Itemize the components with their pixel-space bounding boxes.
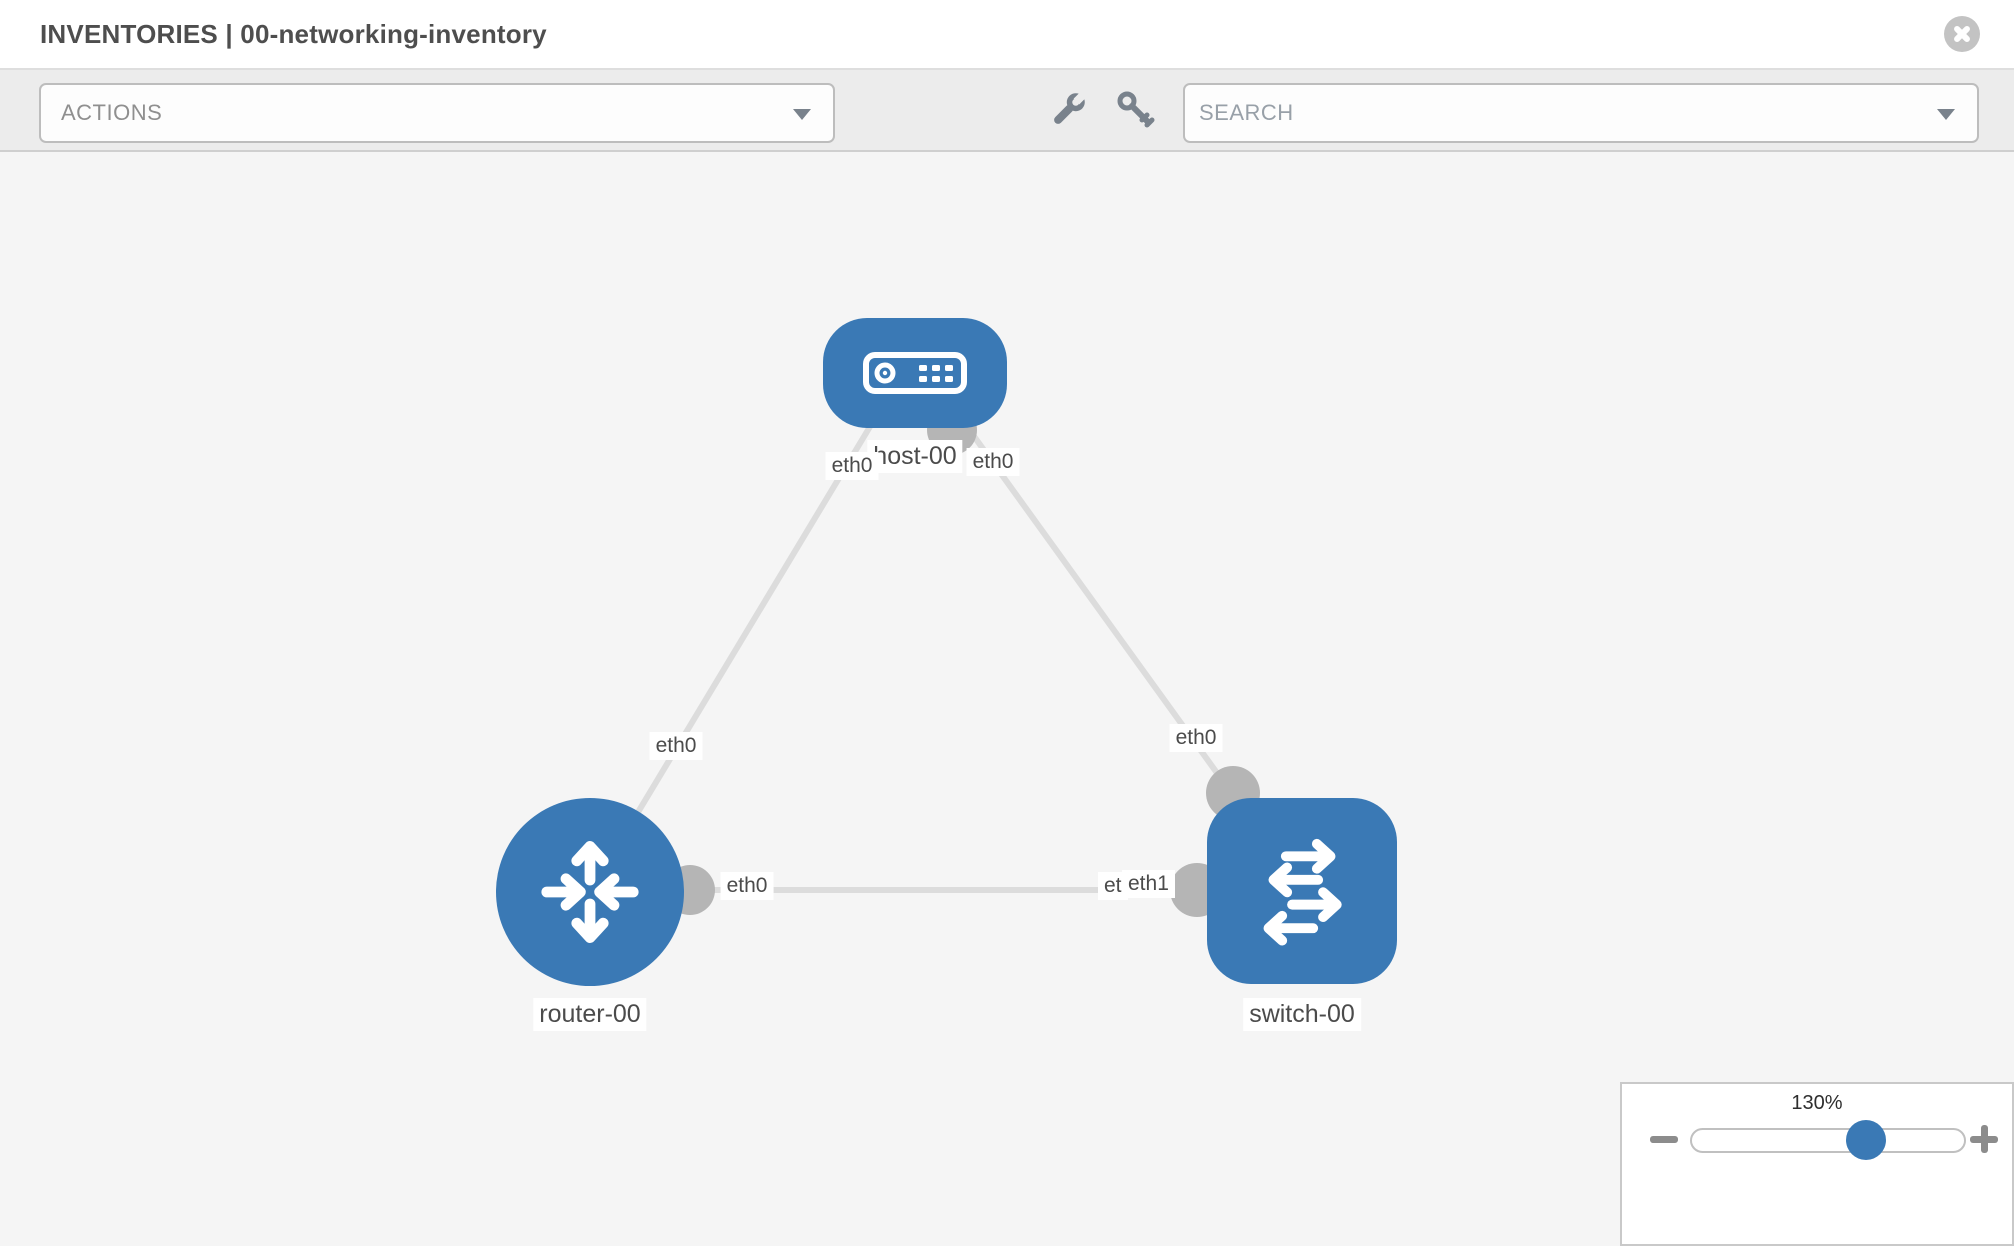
iface-label-host-to-switch: eth0: [966, 448, 1020, 476]
iface-label-switch-to-router: eth1: [1122, 870, 1175, 898]
iface-label-router-to-host: eth0: [649, 732, 703, 760]
chevron-down-icon: [1937, 109, 1955, 120]
topology-canvas[interactable]: host-00 router-00 switch-00 eth0 eth0 et…: [0, 152, 2014, 1200]
iface-label-switch-to-host: eth0: [1169, 724, 1223, 752]
search-input[interactable]: [1197, 99, 1881, 127]
panel-header: INVENTORIES | 00-networking-inventory: [0, 0, 2014, 70]
node-router-00[interactable]: [496, 798, 684, 986]
iface-label-router-to-switch: eth0: [720, 872, 774, 900]
node-label-router: router-00: [533, 998, 647, 1031]
zoom-slider-track[interactable]: [1690, 1128, 1966, 1153]
zoom-level-value: 130%: [1791, 1092, 1843, 1114]
topology-edges: [587, 405, 1303, 917]
page-title: INVENTORIES | 00-networking-inventory: [40, 18, 547, 49]
zoom-in-icon[interactable]: [1970, 1125, 1998, 1153]
zoom-slider-thumb[interactable]: [1846, 1120, 1886, 1160]
zoom-out-icon[interactable]: [1650, 1136, 1678, 1143]
wrench-icon[interactable]: [1046, 88, 1090, 132]
node-switch-00[interactable]: [1207, 798, 1397, 984]
route-arrows-icon: [541, 841, 639, 943]
actions-dropdown-label: ACTIONS: [61, 100, 163, 125]
node-label-switch: switch-00: [1243, 998, 1361, 1031]
exchange-arrows-icon: [1263, 838, 1342, 946]
key-icon[interactable]: [1114, 88, 1158, 132]
search-box[interactable]: [1183, 83, 1979, 143]
toolbar: ACTIONS: [0, 70, 2014, 152]
node-host-00[interactable]: [823, 318, 1007, 428]
zoom-panel: 130%: [1620, 1082, 2014, 1246]
server-icon: [863, 352, 967, 394]
actions-dropdown[interactable]: ACTIONS: [39, 83, 835, 143]
node-label-host: host-00: [867, 440, 963, 473]
iface-label-host-to-router: eth0: [825, 452, 879, 480]
close-icon[interactable]: [1944, 16, 1980, 52]
chevron-down-icon: [793, 109, 811, 120]
